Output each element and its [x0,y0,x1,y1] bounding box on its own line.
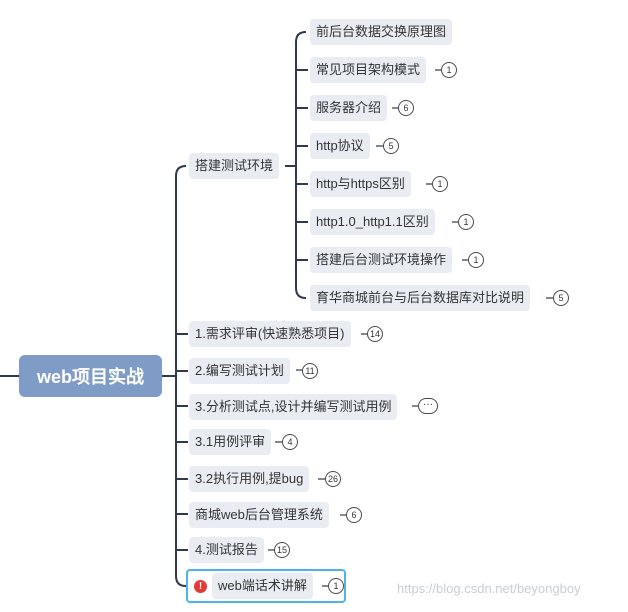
subtopic-architecture-count[interactable]: 1 [441,62,457,78]
subtopic-http-vs-https[interactable]: http与https区别 [310,171,411,197]
topic-test-report-count[interactable]: 15 [274,542,290,558]
topic-mall-admin-count[interactable]: 6 [346,507,362,523]
topic-case-review[interactable]: 3.1用例评审 [189,429,272,455]
topic-mall-admin[interactable]: 商城web后台管理系统 [189,502,329,528]
subtopic-http-protocol-count[interactable]: 5 [383,138,399,154]
root-topic[interactable]: web项目实战 [19,355,162,397]
subtopic-servers-count[interactable]: 6 [398,100,414,116]
topic-execute-cases-count[interactable]: 26 [325,471,341,487]
topic-test-plan[interactable]: 2.编写测试计划 [189,358,290,384]
subtopic-data-exchange[interactable]: 前后台数据交换原理图 [310,19,453,45]
subtopic-backend-env-setup-count[interactable]: 1 [468,252,484,268]
topic-web-talk[interactable]: web端话术讲解 [212,573,313,599]
topic-setup-test-env[interactable]: 搭建测试环境 [189,153,280,179]
topic-web-talk-count[interactable]: 1 [328,578,344,594]
topic-test-plan-count[interactable]: 11 [302,363,318,379]
subtopic-db-comparison-count[interactable]: 5 [553,290,569,306]
subtopic-http10-vs-http11-count[interactable]: 1 [458,214,474,230]
subtopic-http-protocol[interactable]: http协议 [310,133,370,159]
topic-case-review-count[interactable]: 4 [282,434,298,450]
subtopic-http-vs-https-count[interactable]: 1 [432,176,448,192]
topic-requirements-review-count[interactable]: 14 [367,326,383,342]
subtopic-http10-vs-http11[interactable]: http1.0_http1.1区别 [310,209,435,235]
topic-execute-cases[interactable]: 3.2执行用例,提bug [189,466,310,492]
watermark: https://blog.csdn.net/beyongboy [397,581,581,596]
topic-requirements-review[interactable]: 1.需求评审(快速熟悉项目) [189,321,351,347]
subtopic-architecture[interactable]: 常见项目架构模式 [310,57,427,83]
selection-frame [186,569,346,603]
subtopic-db-comparison[interactable]: 育华商城前台与后台数据库对比说明 [310,285,531,311]
topic-test-case-design[interactable]: 3.分析测试点,设计并编写测试用例 [189,394,398,420]
topic-test-report[interactable]: 4.测试报告 [189,537,264,563]
warning-icon: ! [194,580,207,593]
subtopic-servers[interactable]: 服务器介绍 [310,95,388,121]
topic-test-case-design-more[interactable]: ··· [418,398,438,414]
subtopic-backend-env-setup[interactable]: 搭建后台测试环境操作 [310,247,453,273]
